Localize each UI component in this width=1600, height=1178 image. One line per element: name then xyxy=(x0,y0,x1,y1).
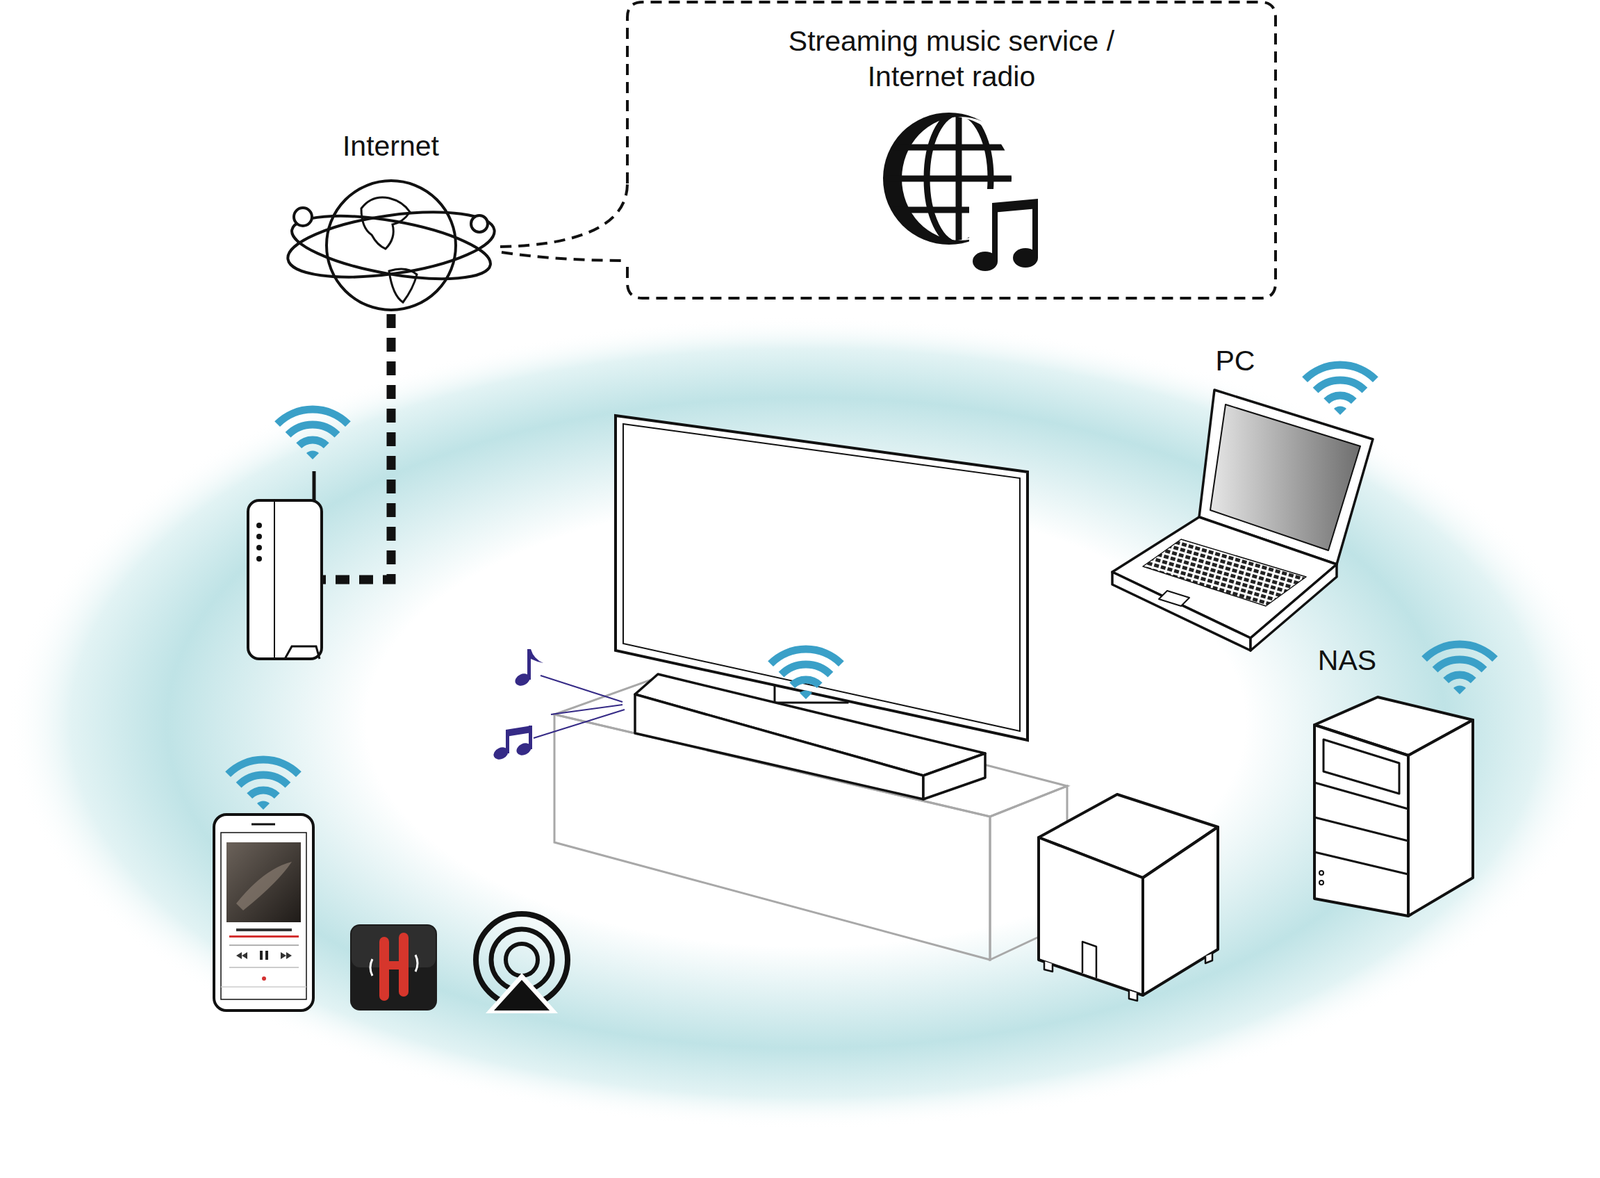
airplay-icon xyxy=(475,913,568,1013)
heos-app-icon xyxy=(350,924,437,1011)
dashed-box-outline xyxy=(627,2,1276,299)
wifi-icon xyxy=(1304,364,1376,415)
wifi-icon xyxy=(1424,644,1496,695)
wifi-icon xyxy=(770,648,842,699)
streaming-icon xyxy=(882,111,1046,278)
sound-notes xyxy=(491,648,625,762)
dashed-connector xyxy=(500,183,628,261)
internet-node: Internet xyxy=(281,128,501,317)
internet-globe xyxy=(284,180,499,310)
nas-tower xyxy=(1314,696,1473,916)
node-text: Streaming music service / Internet radio xyxy=(757,23,1147,95)
smartphone xyxy=(213,814,314,1011)
device-label: PC xyxy=(1215,343,1256,378)
wifi-icon xyxy=(277,409,349,460)
network-glow xyxy=(6,316,1600,1129)
internet-cable xyxy=(321,314,392,580)
router xyxy=(248,471,322,659)
node-text: Internet xyxy=(281,128,501,164)
device-label: NAS xyxy=(1317,643,1377,677)
streaming-service-box: Streaming music service / Internet radio xyxy=(627,2,1276,299)
wifi-icon xyxy=(227,759,299,810)
laptop xyxy=(1112,389,1373,651)
subwoofer xyxy=(1038,794,1218,1001)
